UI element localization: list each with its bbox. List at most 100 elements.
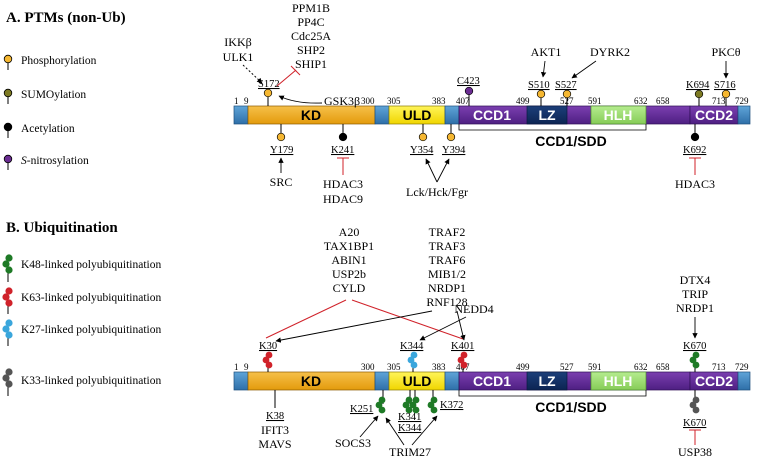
regulator-mib1: MIB1/2 — [428, 267, 466, 281]
k63-polyub-icon — [457, 351, 468, 369]
regulator-usp38: USP38 — [678, 445, 712, 459]
k48-polyub-icon — [427, 396, 438, 414]
residue-number: 9 — [244, 96, 249, 106]
regulator-hdac3: HDAC3 — [323, 177, 363, 191]
k63-polyub-icon — [262, 351, 273, 369]
site-c423: C423 — [457, 76, 480, 87]
legend-label: K27-linked polyubiquitination — [21, 324, 161, 336]
regulator-abin1: ABIN1 — [331, 253, 366, 267]
ccd1-label: CCD1 — [473, 107, 511, 123]
regulators-a: IKKβ ULK1 PPM1B PP4C Cdc25A SHP2 SHIP1 G… — [223, 1, 741, 206]
site-k670-bottom: K670 — [683, 418, 706, 429]
trim27-k251-arrow — [385, 417, 405, 446]
legend-k27: K27-linked polyubiquitination — [2, 319, 161, 346]
k48-polyub-icon — [375, 396, 386, 414]
residue-number: 300 — [361, 96, 375, 106]
regulator-ikkb: IKKβ — [224, 35, 251, 49]
a20-k401-inhibition — [351, 299, 464, 340]
regulator-ship1: SHIP1 — [295, 57, 327, 71]
phosphorylation-pin-icon — [3, 54, 13, 64]
nitrosylation-pin-icon — [464, 86, 474, 96]
k33-polyub-icon — [689, 396, 700, 414]
residue-number: 1 — [234, 96, 239, 106]
site-s172: S172 — [258, 79, 280, 90]
legend-label: K33-linked polyubiquitination — [21, 375, 161, 387]
site-s716: S716 — [714, 80, 736, 91]
n-terminal-linker — [233, 105, 249, 125]
regulator-socs3: SOCS3 — [335, 436, 371, 450]
ptm-sites-top-a: S172 C423 S510 S527 K694 S716 — [258, 76, 736, 106]
residue-number: 305 — [387, 96, 401, 106]
legend-label: S-nitrosylation — [21, 155, 89, 167]
legend-k63: K63-linked polyubiquitination — [2, 287, 161, 314]
ccd2-label: CCD2 — [695, 373, 733, 389]
site-k694: K694 — [686, 80, 710, 91]
site-k344-bottom: K344 — [398, 423, 422, 434]
site-s527: S527 — [555, 80, 577, 91]
legend-acetylation: Acetylation — [3, 122, 75, 138]
ub-sites-bottom-b: K38 K251 K341 K344 K372 K670 — [266, 390, 706, 434]
ccd1-sdd-bracket — [458, 124, 647, 131]
hlh-label: HLH — [604, 107, 633, 123]
acetylation-pin-icon — [690, 132, 700, 142]
nedd4-arrow — [419, 316, 467, 341]
acetylation-pin-icon — [338, 132, 348, 142]
kd-label: KD — [301, 107, 321, 123]
traf-k401-arrow — [456, 310, 466, 341]
k27-polyub-icon — [407, 351, 418, 369]
hlh-label: HLH — [604, 373, 633, 389]
ccd1-label: CCD1 — [473, 373, 511, 389]
regulator-ppm1b: PPM1B — [292, 1, 330, 15]
site-s510: S510 — [528, 80, 550, 91]
legend-k48: K48-linked polyubiquitination — [2, 254, 161, 282]
regulator-src: SRC — [270, 175, 293, 189]
residue-number: 1 — [234, 362, 239, 372]
regulator-nrdp1-k670: NRDP1 — [676, 301, 714, 315]
sumoylation-pin-icon — [3, 88, 13, 98]
gsk-arrow — [278, 95, 323, 104]
residue-number: 383 — [432, 362, 446, 372]
a20-k30-inhibition — [265, 299, 347, 339]
traf-k30-arrow — [275, 310, 433, 343]
lck-arrow-2 — [436, 158, 450, 183]
site-k372: K372 — [440, 400, 463, 411]
residue-number: 407 — [456, 96, 470, 106]
regulator-akt1: AKT1 — [531, 45, 562, 59]
lz-domain — [526, 105, 568, 125]
ccd1-sdd-bracket — [458, 390, 647, 397]
phosphorylation-pin-icon — [418, 132, 428, 142]
section-a-title: A. PTMs (non-Ub) — [6, 10, 126, 26]
linker — [444, 105, 460, 125]
ptm-sites-bottom-a: Y179 K241 Y354 Y394 K692 — [270, 124, 706, 156]
site-k670-top: K670 — [683, 341, 706, 352]
regulator-traf3: TRAF3 — [429, 239, 466, 253]
ikk-arrow — [242, 64, 263, 84]
legend-k33: K33-linked polyubiquitination — [2, 368, 161, 396]
protein-bar-b: KD ULD CCD1 LZ HLH CCD2 1 9 300 305 383 … — [233, 362, 751, 415]
regulator-pp4c: PP4C — [297, 15, 324, 29]
legend-label: K48-linked polyubiquitination — [21, 259, 161, 271]
residue-number: 632 — [634, 96, 648, 106]
site-k251: K251 — [350, 404, 373, 415]
regulator-mavs: MAVS — [258, 437, 291, 451]
legend-label: K63-linked polyubiquitination — [21, 292, 161, 304]
c-terminal-linker — [737, 105, 751, 125]
k48-polyub-icon — [689, 351, 700, 369]
regulator-hdac3-k692: HDAC3 — [675, 177, 715, 191]
regulator-trim27: TRIM27 — [389, 445, 431, 459]
phosphorylation-pin-icon — [263, 88, 273, 98]
phosphorylation-pin-icon — [536, 89, 546, 99]
residue-number: 591 — [588, 96, 602, 106]
n-terminal-linker — [233, 371, 249, 391]
socs3-arrow — [359, 415, 379, 438]
regulator-hdac9: HDAC9 — [323, 192, 363, 206]
regulator-usp2b: USP2b — [332, 267, 366, 281]
residue-number: 305 — [387, 362, 401, 372]
residue-number: 729 — [735, 96, 749, 106]
site-y354: Y354 — [410, 145, 434, 156]
regulator-a20: A20 — [339, 225, 360, 239]
regulator-dyrk2: DYRK2 — [590, 45, 630, 59]
residue-number: 591 — [588, 362, 602, 372]
residue-number: 300 — [361, 362, 375, 372]
